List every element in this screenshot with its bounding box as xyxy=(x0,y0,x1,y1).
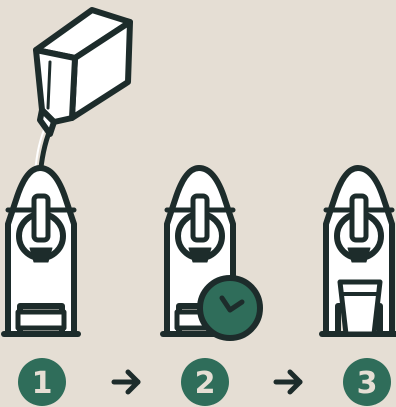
step-number-2: 2 xyxy=(195,366,216,401)
step-badge-3: 3 xyxy=(343,358,391,406)
step-number-3: 3 xyxy=(357,366,378,401)
step-badge-2: 2 xyxy=(181,358,229,406)
cup-icon xyxy=(340,282,380,334)
clock-icon xyxy=(200,278,260,338)
step-number-1: 1 xyxy=(32,366,53,401)
step-badge-1: 1 xyxy=(18,358,66,406)
